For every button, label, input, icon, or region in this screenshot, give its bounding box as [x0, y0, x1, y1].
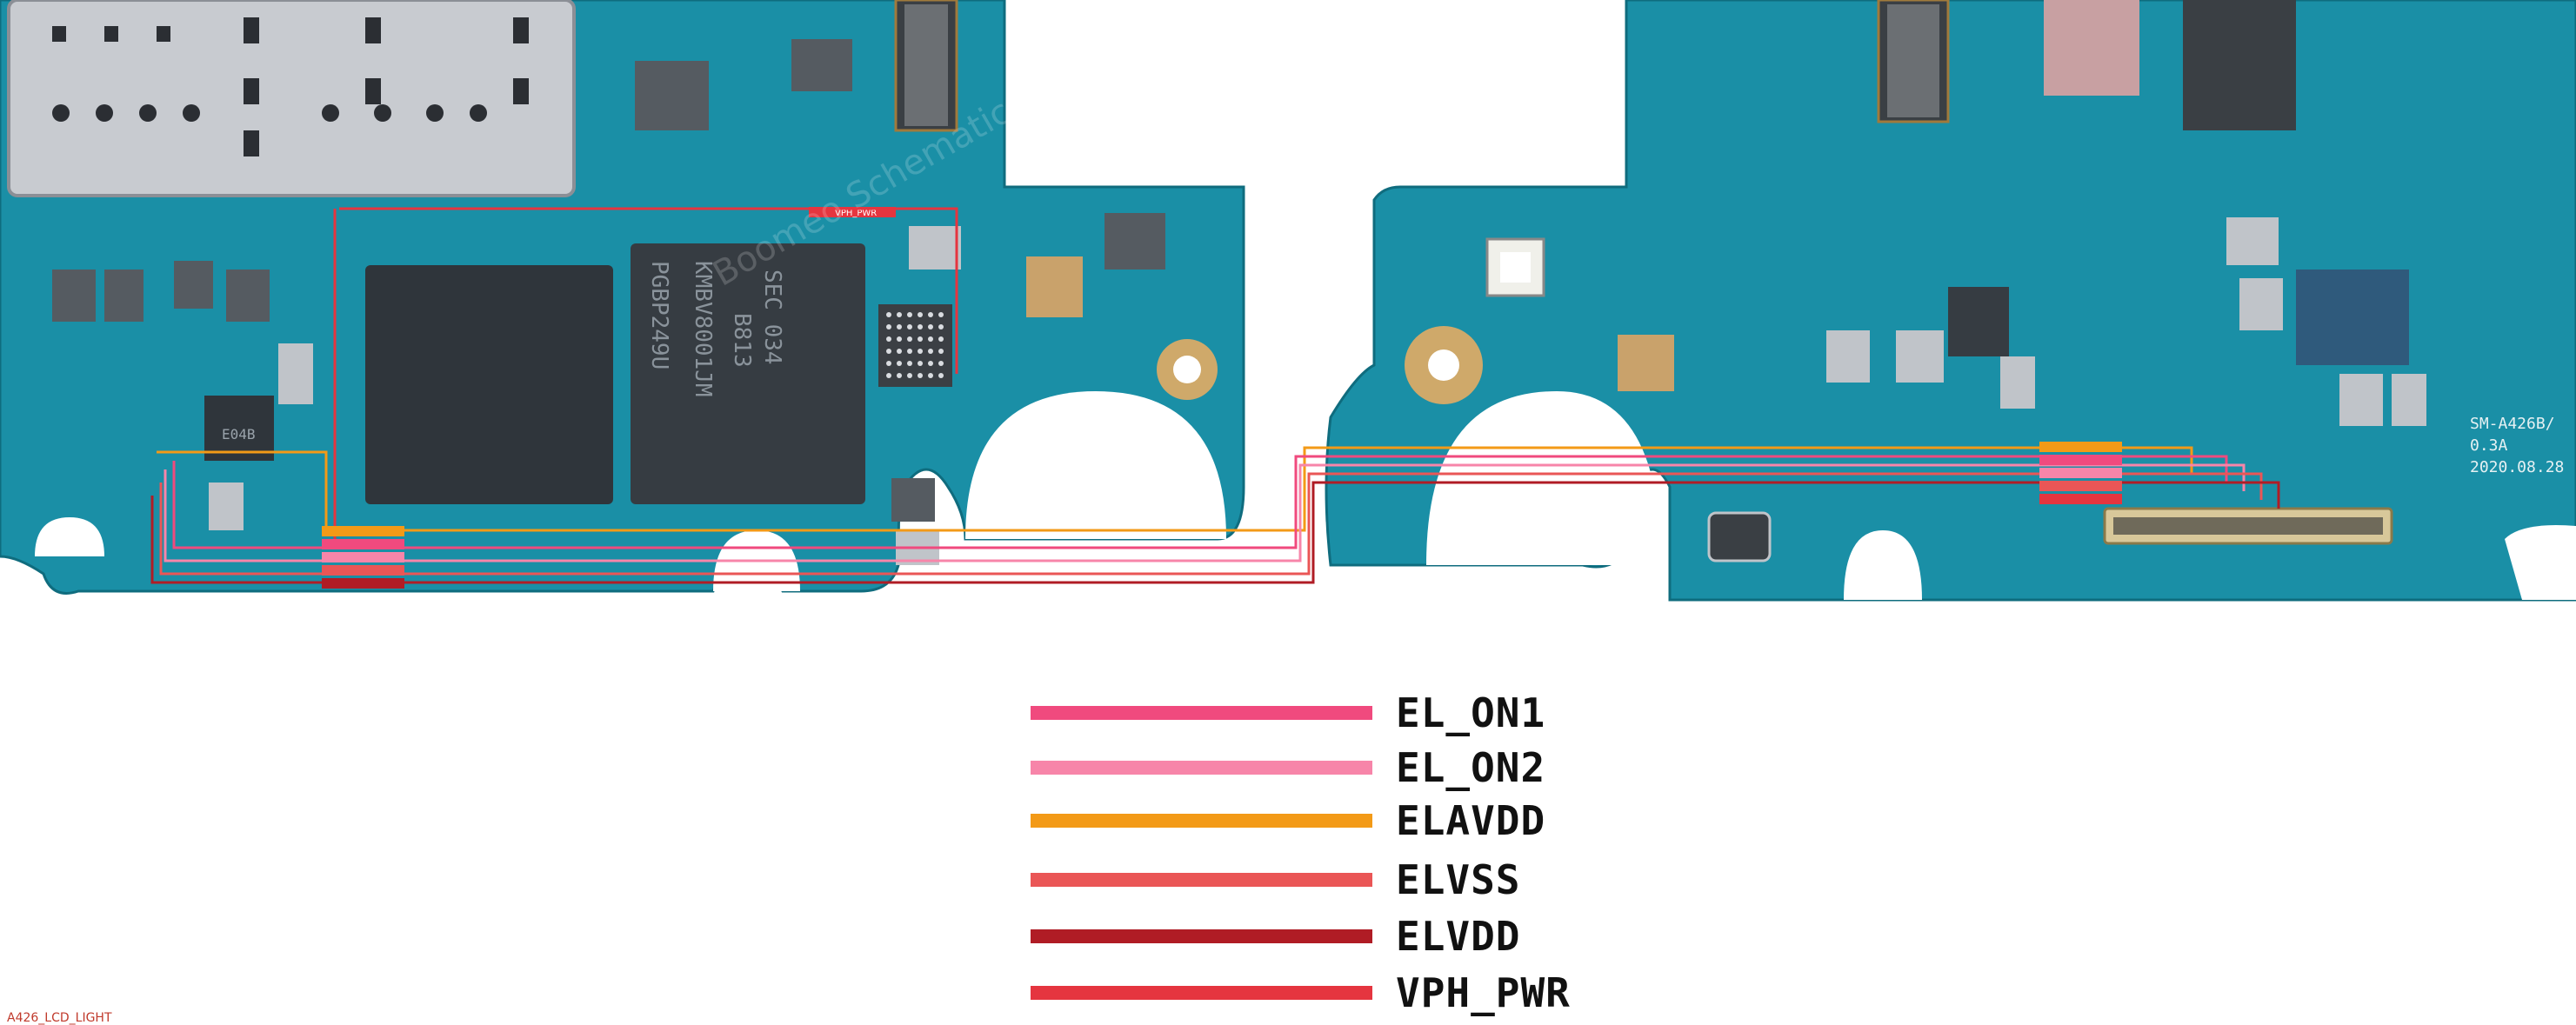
memory-chip-label-4: PGBP249U [646, 261, 672, 369]
legend-label: ELAVDD [1396, 797, 1546, 844]
memory-chip-label-1: SEC 034 [759, 270, 785, 365]
memory-chip [631, 243, 865, 504]
signal-traces [150, 207, 2280, 584]
legend-swatch [1031, 986, 1372, 1000]
board-id-line1: SM-A426B/ [2470, 415, 2555, 433]
board-id-line2: 0.3A [2470, 436, 2508, 455]
main-soc-chip [365, 265, 613, 504]
legend-item-elvdd: ELVDD [1031, 910, 1639, 962]
sim-tray [7, 0, 576, 197]
pmic-chip [204, 396, 274, 461]
legend-item-vph-pwr: VPH_PWR [1031, 967, 1639, 1019]
legend-swatch [1031, 929, 1372, 943]
footer-note: A426_LCD_LIGHT [7, 1011, 112, 1025]
legend-swatch [1031, 706, 1372, 720]
board-id-line3: 2020.08.28 [2470, 458, 2564, 476]
legend-swatch [1031, 814, 1372, 828]
legend-label: ELVSS [1396, 856, 1521, 903]
memory-chip-label-3: KMBV8001JM [690, 261, 716, 397]
legend-label: EL_ON1 [1396, 689, 1546, 736]
legend-item-elavdd: ELAVDD [1031, 795, 1639, 847]
legend-swatch [1031, 873, 1372, 887]
pmic-chip-label: E04B [222, 426, 256, 443]
legend-label: ELVDD [1396, 913, 1521, 960]
legend-item-elvss: ELVSS [1031, 854, 1639, 906]
memory-chip-label-2: B813 [729, 313, 755, 368]
legend-label: EL_ON2 [1396, 744, 1546, 791]
pcb-board-diagram: SEC 034 B813 KMBV8001JM PGBP249U E04B [0, 0, 2576, 602]
legend-label: VPH_PWR [1396, 969, 1571, 1016]
legend-item-el-on2: EL_ON2 [1031, 742, 1639, 794]
signal-legend: EL_ON1 EL_ON2 ELAVDD ELVSS ELVDD VPH_PWR [1031, 687, 1639, 1017]
legend-item-el-on1: EL_ON1 [1031, 687, 1639, 739]
legend-swatch [1031, 761, 1372, 775]
vph-pwr-tag: VPH_PWR [835, 209, 877, 218]
